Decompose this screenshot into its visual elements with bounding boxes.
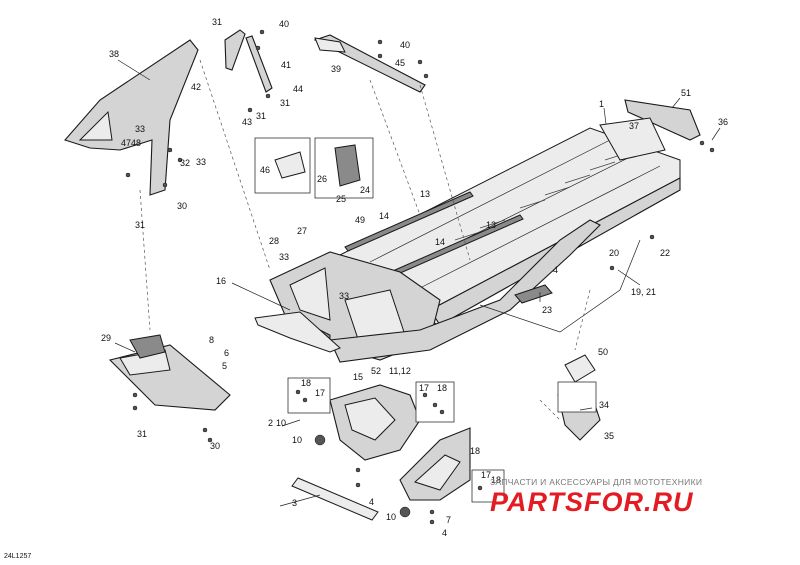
callout-3: 3	[292, 498, 297, 508]
callout-4748: 4748	[121, 138, 141, 148]
callout-14: 14	[435, 237, 445, 247]
reference-lines	[139, 59, 591, 421]
upper-column	[313, 34, 426, 93]
callout-46: 46	[260, 165, 270, 175]
callout-33: 33	[196, 157, 206, 167]
watermark-logo: PARTSFOR.RU	[490, 487, 694, 517]
callout-40: 40	[400, 40, 410, 50]
steering-column	[224, 29, 273, 93]
callout-50: 50	[598, 347, 608, 357]
bracket-16	[254, 311, 341, 353]
callout-25: 25	[336, 194, 346, 204]
callout-27: 27	[297, 226, 307, 236]
callout-26: 26	[317, 174, 327, 184]
callout-52: 52	[371, 366, 381, 376]
leader-lines	[114, 59, 721, 507]
callout-13: 13	[420, 189, 430, 199]
callout-19-21: 19, 21	[631, 287, 656, 297]
callout-29: 29	[101, 333, 111, 343]
heat-exchanger	[514, 284, 553, 304]
callout-33: 33	[279, 252, 289, 262]
callout-33: 33	[339, 291, 349, 301]
callout-38: 38	[109, 49, 119, 59]
callout-31: 31	[135, 220, 145, 230]
callout-31: 31	[137, 429, 147, 439]
callout-42: 42	[191, 82, 201, 92]
callout-10: 10	[386, 512, 396, 522]
callout-15: 15	[353, 372, 363, 382]
fastener-boxes	[287, 377, 597, 503]
lower-bumper	[399, 427, 471, 501]
callout-18: 18	[437, 383, 447, 393]
callout-51: 51	[681, 88, 691, 98]
callout-49: 49	[355, 215, 365, 225]
callout-17: 17	[419, 383, 429, 393]
callout-37: 37	[629, 121, 639, 131]
callout-41: 41	[281, 60, 291, 70]
watermark-tagline: ЗАПЧАСТИ И АКСЕССУАРЫ ДЛЯ МОТОТЕХНИКИ	[490, 477, 703, 487]
callout-4: 4	[553, 265, 558, 275]
callout-2: 2	[268, 418, 273, 428]
callout-30: 30	[210, 441, 220, 451]
callout-8: 8	[209, 335, 214, 345]
callout-16: 16	[216, 276, 226, 286]
callout-13: 13	[486, 220, 496, 230]
callout-32: 32	[180, 158, 190, 168]
callout-22: 22	[660, 248, 670, 258]
callout-44: 44	[293, 84, 303, 94]
steering-bar	[479, 239, 641, 333]
callout-20: 20	[609, 248, 619, 258]
callout-39: 39	[331, 64, 341, 74]
callout-14: 14	[379, 211, 389, 221]
callout-4: 4	[442, 528, 447, 538]
rear-bumper-plate	[599, 99, 701, 161]
callout-31: 31	[256, 111, 266, 121]
callout-31: 31	[212, 17, 222, 27]
callout-30: 30	[177, 201, 187, 211]
document-id: 24L1257	[4, 553, 32, 560]
front-pillar	[64, 39, 199, 196]
watermark: ЗАПЧАСТИ И АКСЕССУАРЫ ДЛЯ МОТОТЕХНИКИ PA…	[490, 477, 790, 517]
callout-34: 34	[599, 400, 609, 410]
callout-7: 7	[446, 515, 451, 525]
callout-17: 17	[481, 470, 491, 480]
callout-5: 5	[222, 361, 227, 371]
tunnel-rails	[344, 191, 524, 275]
callout-6: 6	[224, 348, 229, 358]
callout-18: 18	[301, 378, 311, 388]
lower-frame	[329, 219, 601, 363]
rail-3	[291, 477, 379, 521]
callout-18: 18	[491, 475, 501, 485]
callout-35: 35	[604, 431, 614, 441]
box-brackets	[254, 137, 374, 199]
callout-labels: 1 2 3 4 4 4 5 6 7 8 10 10 10 11,12 13 13…	[101, 17, 728, 538]
callout-18: 18	[470, 446, 480, 456]
callout-4: 4	[369, 497, 374, 507]
callout-23: 23	[542, 305, 552, 315]
callout-33: 33	[135, 124, 145, 134]
callout-1: 1	[599, 99, 604, 109]
callout-45: 45	[395, 58, 405, 68]
callout-31: 31	[280, 98, 290, 108]
callout-24: 24	[360, 185, 370, 195]
callout-36: 36	[718, 117, 728, 127]
skid-plate	[108, 334, 231, 411]
fasteners	[125, 29, 715, 525]
front-bumper	[329, 384, 421, 461]
callout-28: 28	[269, 236, 279, 246]
callout-10: 10	[276, 418, 286, 428]
callout-40: 40	[279, 19, 289, 29]
callout-17: 17	[315, 388, 325, 398]
callout-43: 43	[242, 117, 252, 127]
callout-11-12: 11,12	[389, 366, 411, 376]
callout-10: 10	[292, 435, 302, 445]
